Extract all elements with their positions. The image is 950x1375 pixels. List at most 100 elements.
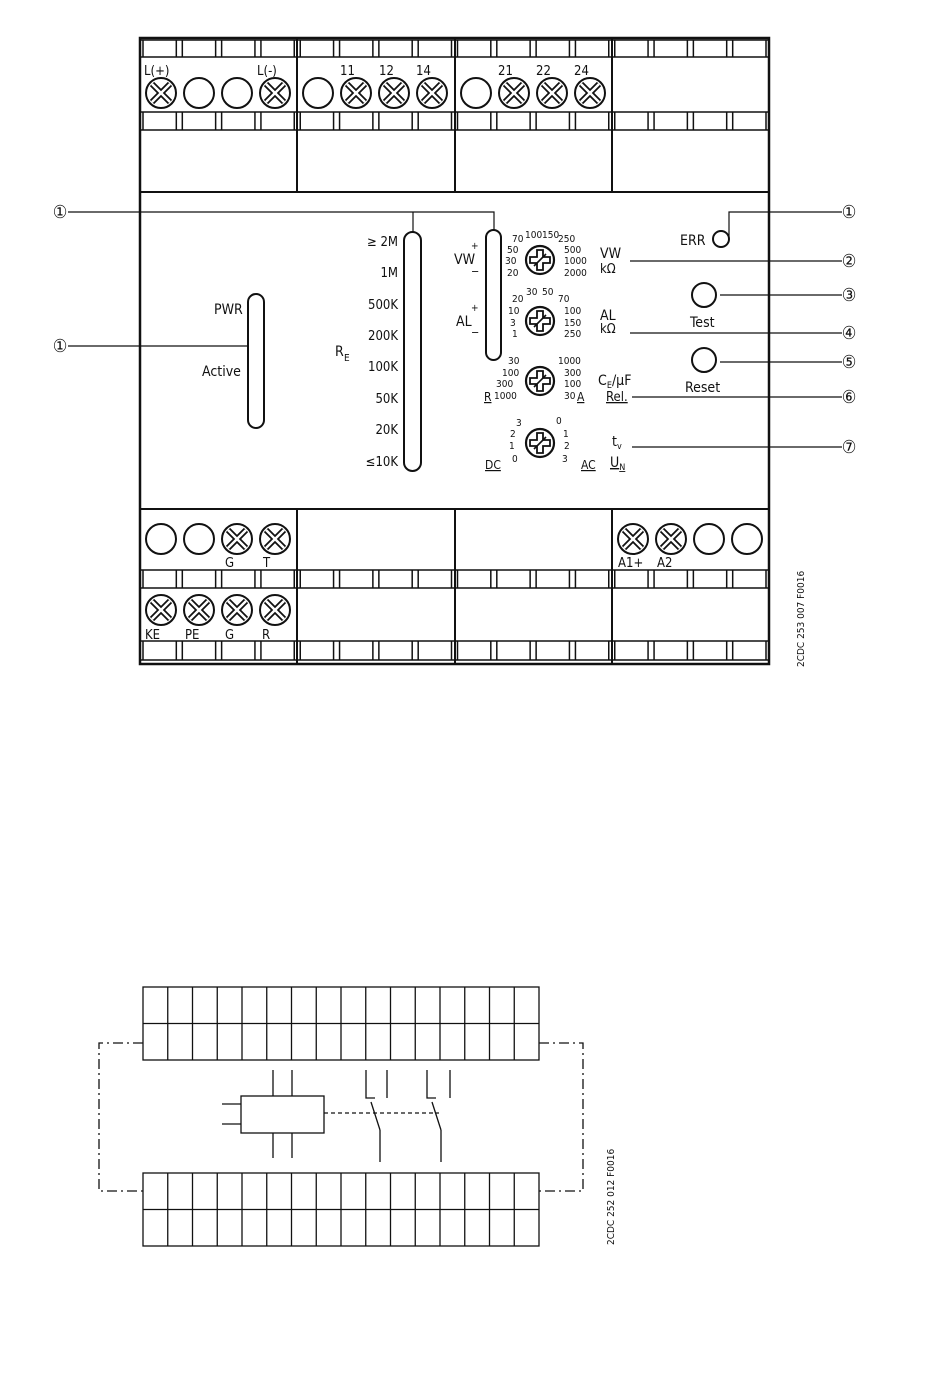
reset-button[interactable] [691,347,717,373]
top-terminal-screw-10[interactable] [537,78,567,108]
terminal-label-g-lower: G [225,628,234,643]
tv-dial-left-3: 0 [512,454,518,465]
ce-dial-right-3: 30 [564,391,576,402]
terminal-label-14: 14 [416,64,431,79]
ce-dial[interactable]: 30 100 300 1000 1000 300 100 30 R A [484,356,585,404]
terminal-label-l-plus: L(+) [144,64,169,79]
bottom-terminal-screw-upper-2[interactable] [222,524,252,554]
ce-dial-knob[interactable] [524,365,556,397]
terminal-blocks [140,38,769,664]
vw-dial-left-0: 70 [512,234,524,245]
al-unit: kΩ [600,322,616,337]
callout-1-right: ① [842,202,857,223]
vw-minus: − [471,265,479,278]
tv-label: tv [612,434,622,452]
relay-coil [222,1070,439,1158]
bottom-terminal-screw-lower-0[interactable] [146,595,176,625]
vw-dial-knob[interactable] [524,244,556,276]
top-terminal-screw-9[interactable] [499,78,529,108]
al-dial-right-1: 100 [564,306,581,317]
top-terminal-hole-8 [460,77,492,109]
al-unit-label: AL [600,308,616,324]
tv-label-sub: v [617,442,622,452]
al-dial-knob[interactable] [524,305,556,337]
al-dial-right-2: 150 [564,318,581,329]
ce-label: CE/μF [598,373,631,391]
al-label: AL [456,314,472,330]
bottom-terminal-screw-lower-3[interactable] [260,595,290,625]
top-terminal-screw-6[interactable] [379,78,409,108]
al-plus: + [471,303,479,314]
top-terminal-labels: L(+) L(-) 11 12 14 21 22 24 [144,64,589,79]
top-terminal-screw-11[interactable] [575,78,605,108]
test-button[interactable] [691,282,717,308]
top-terminal-hole-2 [221,77,253,109]
vw-dial-right-3: 2000 [564,268,587,279]
re-symbol: R [335,344,344,360]
tv-dial-left-0: 3 [516,418,522,429]
al-minus: − [471,326,479,339]
vw-plus: + [471,241,479,252]
right-controls: ERR VW kΩ Test AL kΩ Reset CE/μF Rel. tv… [598,230,730,473]
module-figure-code: 2CDC 253 007 F0016 [796,571,807,667]
rel-label: Rel. [606,390,628,405]
terminal-label-l-minus: L(-) [257,64,277,79]
top-terminal-screw-7[interactable] [417,78,447,108]
tv-dial[interactable]: 3 2 1 0 0 1 2 3 DC AC [485,416,596,472]
relay-contacts [365,1070,451,1162]
ce-label-rest: /μF [612,373,632,389]
al-dial-right-0: 70 [558,294,570,305]
ce-dial-left-2: 300 [496,379,513,390]
callout-2: ② [842,251,857,272]
bottom-terminal-screw-right-1[interactable] [656,524,686,554]
vw-al-indicator: VW + − AL + − [454,229,502,361]
al-dial-left-0: 20 [512,294,524,305]
bottom-terminal-screw-right-0[interactable] [618,524,648,554]
bottom-terminal-screw-lower-2[interactable] [222,595,252,625]
vw-unit-label: VW [600,246,622,262]
vw-dial[interactable]: 70 50 30 20 100 150 250 500 1000 2000 [505,230,587,279]
re-scale-label-2: 500K [368,298,398,313]
ce-dial-right-2: 100 [564,379,581,390]
wiring-figure-code: 2CDC 252 012 F0016 [606,1149,617,1245]
vw-dial-left-2: 30 [505,256,517,267]
un-label-u: U [610,455,619,471]
vw-dial-left-1: 50 [507,245,519,256]
top-terminal-screw-3[interactable] [260,78,290,108]
bottom-terminal-screw-lower-1[interactable] [184,595,214,625]
ce-dial-left-0: 30 [508,356,520,367]
reset-label: Reset [685,380,720,396]
al-dial-top-0: 30 [526,287,538,298]
bottom-terminal-screw-upper-3[interactable] [260,524,290,554]
tv-dial-right-2: 2 [564,441,570,452]
tv-label-t: t [612,434,617,450]
tv-dial-right-3: 3 [562,454,568,465]
al-dial-right-3: 250 [564,329,581,340]
top-terminal-screw-0[interactable] [146,78,176,108]
top-terminal-screw-5[interactable] [341,78,371,108]
ce-r-label: R [484,390,492,404]
terminal-label-g-upper: G [225,556,234,571]
relay-coil-box [240,1095,325,1134]
ce-dial-right-0: 1000 [558,356,581,367]
ce-dial-right-1: 300 [564,368,581,379]
al-dial[interactable]: 20 10 3 1 30 50 70 100 150 250 [508,287,581,340]
pwr-active-indicator: PWR Active [202,293,265,429]
ce-label-c: C [598,373,607,389]
callout-3: ③ [842,285,857,306]
vw-al-led-bar [485,229,502,361]
vw-dial-top-0: 100 [525,230,542,241]
pwr-label: PWR [214,302,243,318]
callout-leaders [68,211,842,448]
ce-dial-left-1: 100 [502,368,519,379]
terminal-label-r: R [262,628,270,643]
vw-dial-right-2: 1000 [564,256,587,267]
callout-1-top-left: ① [53,202,68,223]
test-label: Test [689,315,715,331]
re-scale-label-5: 50K [375,392,398,407]
callouts: ① ① ① ② ③ ④ ⑤ ⑥ ⑦ [53,202,857,458]
al-dial-top-1: 50 [542,287,554,298]
tv-dial-knob[interactable] [524,427,556,459]
